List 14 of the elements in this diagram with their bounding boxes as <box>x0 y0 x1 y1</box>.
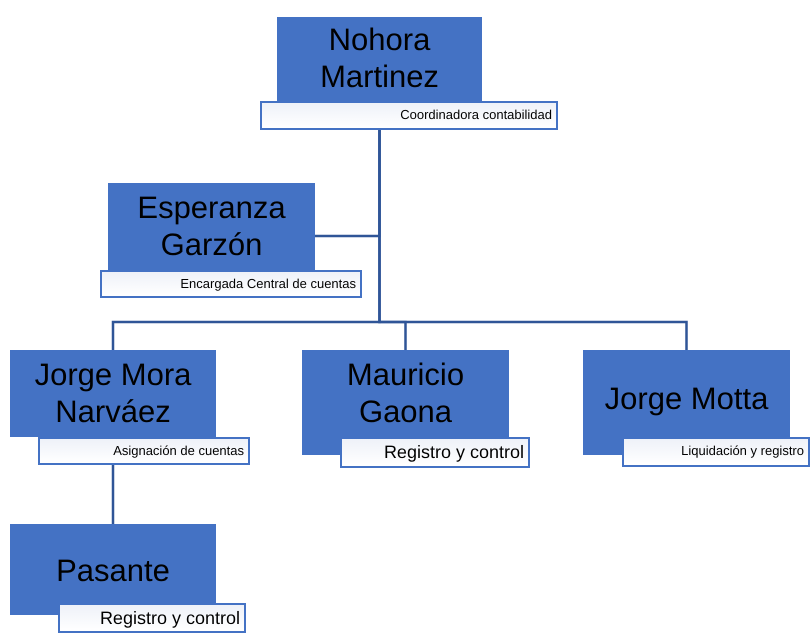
person-name: Jorge Mora Narváez <box>34 356 192 430</box>
person-name: Pasante <box>55 552 171 589</box>
role-label: Encargada Central de cuentas <box>100 270 362 298</box>
role-label: Asignación de cuentas <box>38 437 250 465</box>
person-name: Jorge Motta <box>604 380 770 417</box>
role-label: Registro y control <box>340 437 530 468</box>
person-name: Nohora Martinez <box>319 21 440 95</box>
role-label: Registro y control <box>58 603 246 633</box>
person-name: Mauricio Gaona <box>346 356 466 430</box>
connector-line <box>378 130 688 350</box>
role-label: Coordinadora contabilidad <box>260 101 558 130</box>
connector-line <box>112 465 114 524</box>
role-label: Liquidación y registro <box>622 437 810 467</box>
person-name: Esperanza Garzón <box>136 189 287 263</box>
